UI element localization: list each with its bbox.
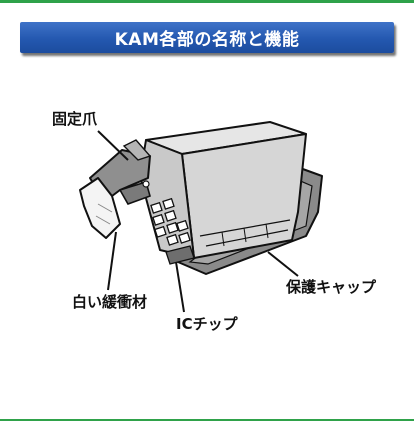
top-divider-line — [0, 0, 414, 3]
leader-ic-chip — [175, 261, 185, 313]
leader-lines — [97, 130, 299, 313]
bottom-divider-line — [0, 419, 414, 421]
label-ic-chip: ICチップ — [176, 315, 238, 333]
leader-clamp — [97, 130, 129, 161]
page-title: KAM各部の名称と機能 — [114, 30, 300, 50]
leader-cap — [267, 251, 299, 277]
label-protective-cap: 保護キャップ — [286, 278, 377, 296]
white-cushion — [79, 177, 121, 239]
label-white-cushion: 白い緩衝材 — [72, 293, 148, 311]
title-banner: KAM各部の名称と機能 — [20, 22, 394, 53]
cartridge-body — [139, 121, 307, 265]
leader-cushion — [107, 231, 117, 291]
label-clamp: 固定爪 — [52, 110, 98, 128]
